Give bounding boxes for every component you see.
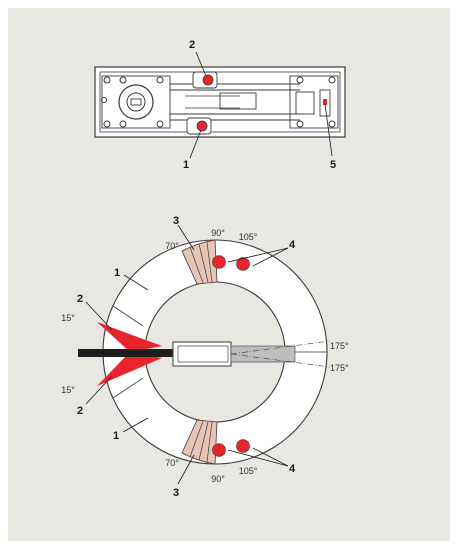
screw-icon: [156, 76, 164, 84]
angle-70-bottom: 70°: [165, 458, 179, 468]
screw-icon: [328, 120, 336, 128]
leader-line: [252, 247, 289, 267]
spindle-inner: [177, 345, 229, 363]
screw-icon: [103, 120, 111, 128]
angle-15-top: 15°: [61, 313, 75, 323]
leader-line: [122, 417, 149, 433]
axis-175-upper: [230, 340, 331, 355]
spindle-extension: [230, 345, 296, 363]
screw-icon: [328, 76, 336, 84]
cam-block: [295, 91, 315, 115]
label-1-bottom: 1: [113, 430, 119, 442]
piston-window: [219, 92, 257, 110]
pointer-15-bottom-icon: [97, 352, 162, 386]
spindle-hub: [126, 92, 146, 112]
ring-divider: [112, 377, 144, 399]
door-arm: [78, 349, 238, 357]
valve-105-top-icon: [236, 257, 250, 271]
adjuster-slot: [319, 89, 331, 117]
leader-line: [227, 247, 289, 263]
leader-line: [252, 447, 289, 467]
valve-1-icon: [196, 120, 208, 132]
housing-inner: [99, 71, 341, 133]
label-5-top-view: 5: [330, 159, 336, 171]
leader-line: [177, 224, 195, 251]
screw-icon: [103, 76, 111, 84]
angle-70-top: 70°: [165, 241, 179, 251]
screw-icon: [119, 120, 127, 128]
zone-line: [206, 421, 213, 463]
adjustment-dial: [78, 224, 331, 485]
label-2-top-view: 2: [189, 39, 195, 51]
dial-ring: [102, 239, 328, 465]
zone-line: [189, 420, 204, 458]
valve-2-icon: [202, 74, 214, 86]
angle-105-bottom: 105°: [239, 466, 258, 476]
angle-105-top: 105°: [239, 232, 258, 242]
label-3-top: 3: [173, 215, 179, 227]
label-4-top: 4: [289, 239, 296, 251]
pointer-15-top-icon: [97, 322, 162, 352]
spindle-body: [172, 341, 232, 367]
leader-line: [177, 454, 195, 485]
angle-175-top: 175°: [330, 341, 349, 351]
valve-105-bottom-icon: [236, 439, 250, 453]
leader-line: [85, 375, 113, 405]
label-2-bottom: 2: [77, 405, 83, 417]
label-4-bottom: 4: [289, 463, 296, 475]
screw-icon: [156, 120, 164, 128]
leader-line: [85, 301, 113, 331]
screw-icon: [119, 76, 127, 84]
leader-line: [227, 449, 289, 467]
screw-icon: [296, 120, 304, 128]
zone-line: [198, 243, 209, 283]
spindle-square: [130, 98, 142, 106]
zone-line: [198, 421, 209, 461]
label-3-bottom: 3: [173, 487, 179, 499]
leader-line: [324, 103, 333, 157]
label-1-top-view: 1: [183, 159, 189, 171]
label-2-top: 2: [77, 293, 83, 305]
angle-90-top: 90°: [211, 228, 225, 238]
leader-line: [123, 274, 149, 291]
right-block: [289, 75, 339, 129]
valve-90-top-icon: [212, 255, 226, 269]
angle-175-bottom: 175°: [330, 363, 349, 373]
leader-line: [195, 51, 207, 77]
angle-15-bottom: 15°: [61, 385, 75, 395]
zone-line: [206, 241, 213, 283]
leader-line: [189, 129, 202, 159]
valve-5-icon: [323, 99, 327, 105]
label-1-top: 1: [114, 267, 120, 279]
zone-line: [189, 246, 204, 284]
floor-spring-top-view: [94, 51, 346, 159]
angle-90-bottom: 90°: [211, 474, 225, 484]
axis-175-lower: [230, 353, 331, 368]
screw-icon: [296, 76, 304, 84]
valve-90-bottom-icon: [212, 443, 226, 457]
screw-icon: [101, 97, 107, 103]
ring-divider: [112, 305, 144, 327]
